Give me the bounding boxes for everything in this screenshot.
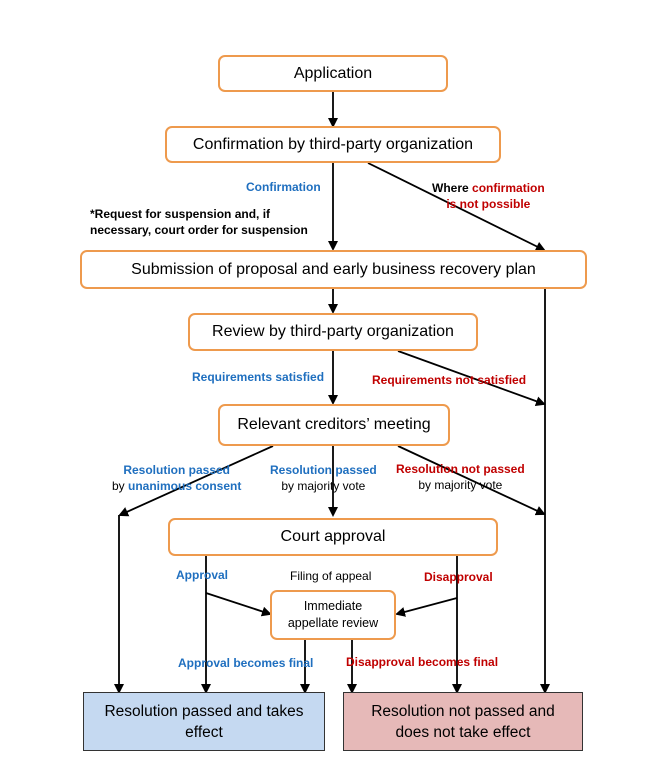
label-resolution-not-passed: Resolution not passed by majority vote xyxy=(396,462,525,492)
node-submission-label: Submission of proposal and early busines… xyxy=(131,260,536,278)
label-filing-of-appeal: Filing of appeal xyxy=(290,569,372,583)
label-disapproval-final: Disapproval becomes final xyxy=(346,655,499,669)
node-application-label: Application xyxy=(293,64,373,82)
arrow-not-possible-diagonal xyxy=(367,162,546,251)
node-immediate-line1: Immediate xyxy=(303,599,363,613)
result-not-passed-box: Resolution not passed and does not take … xyxy=(343,692,583,751)
arrow-requirements-not-satisfied xyxy=(397,350,546,406)
result-passed-line2: effect xyxy=(185,723,223,741)
node-immediate-review: Immediate appellate review xyxy=(270,590,396,640)
result-not-passed-line2: does not take effect xyxy=(395,723,531,741)
label-resolution-unanimous: Resolution passed by unanimous consent xyxy=(112,463,242,493)
label-approval: Approval xyxy=(176,568,229,582)
label-resolution-majority: Resolution passed by majority vote xyxy=(270,463,377,493)
result-passed-box: Resolution passed and takes effect xyxy=(83,692,325,751)
node-confirmation-label: Confirmation by third-party organization xyxy=(192,135,474,153)
node-immediate-line2: appellate review xyxy=(287,616,379,630)
label-disapproval: Disapproval xyxy=(424,570,493,584)
arrow-approval-to-review xyxy=(205,592,272,617)
label-confirmation: Confirmation xyxy=(246,180,321,194)
node-creditors-meeting: Relevant creditors’ meeting xyxy=(218,404,450,446)
arrow-unanimous-consent xyxy=(118,445,274,517)
node-review-third-party: Review by third-party organization xyxy=(188,313,478,351)
label-approval-final: Approval becomes final xyxy=(178,656,314,670)
arrow-disapproval-to-review xyxy=(395,597,458,617)
node-meeting-label: Relevant creditors’ meeting xyxy=(237,416,431,433)
label-requirements-not-satisfied: Requirements not satisfied xyxy=(372,373,527,387)
node-submission: Submission of proposal and early busines… xyxy=(80,250,587,289)
result-passed-line1: Resolution passed and takes xyxy=(104,702,304,720)
arrow-resolution-not-passed xyxy=(397,445,546,516)
label-suspension-note: *Request for suspension and, if necessar… xyxy=(90,207,308,237)
node-court-label: Court approval xyxy=(280,528,386,545)
label-requirements-satisfied: Requirements satisfied xyxy=(192,370,325,384)
node-application: Application xyxy=(218,55,448,92)
node-court-approval: Court approval xyxy=(168,518,498,556)
label-where-not-possible: Where confirmation is not possible xyxy=(432,181,545,211)
node-confirmation-third-party: Confirmation by third-party organization xyxy=(165,126,501,163)
node-review-label: Review by third-party organization xyxy=(212,323,454,340)
result-not-passed-line1: Resolution not passed and xyxy=(371,702,555,720)
